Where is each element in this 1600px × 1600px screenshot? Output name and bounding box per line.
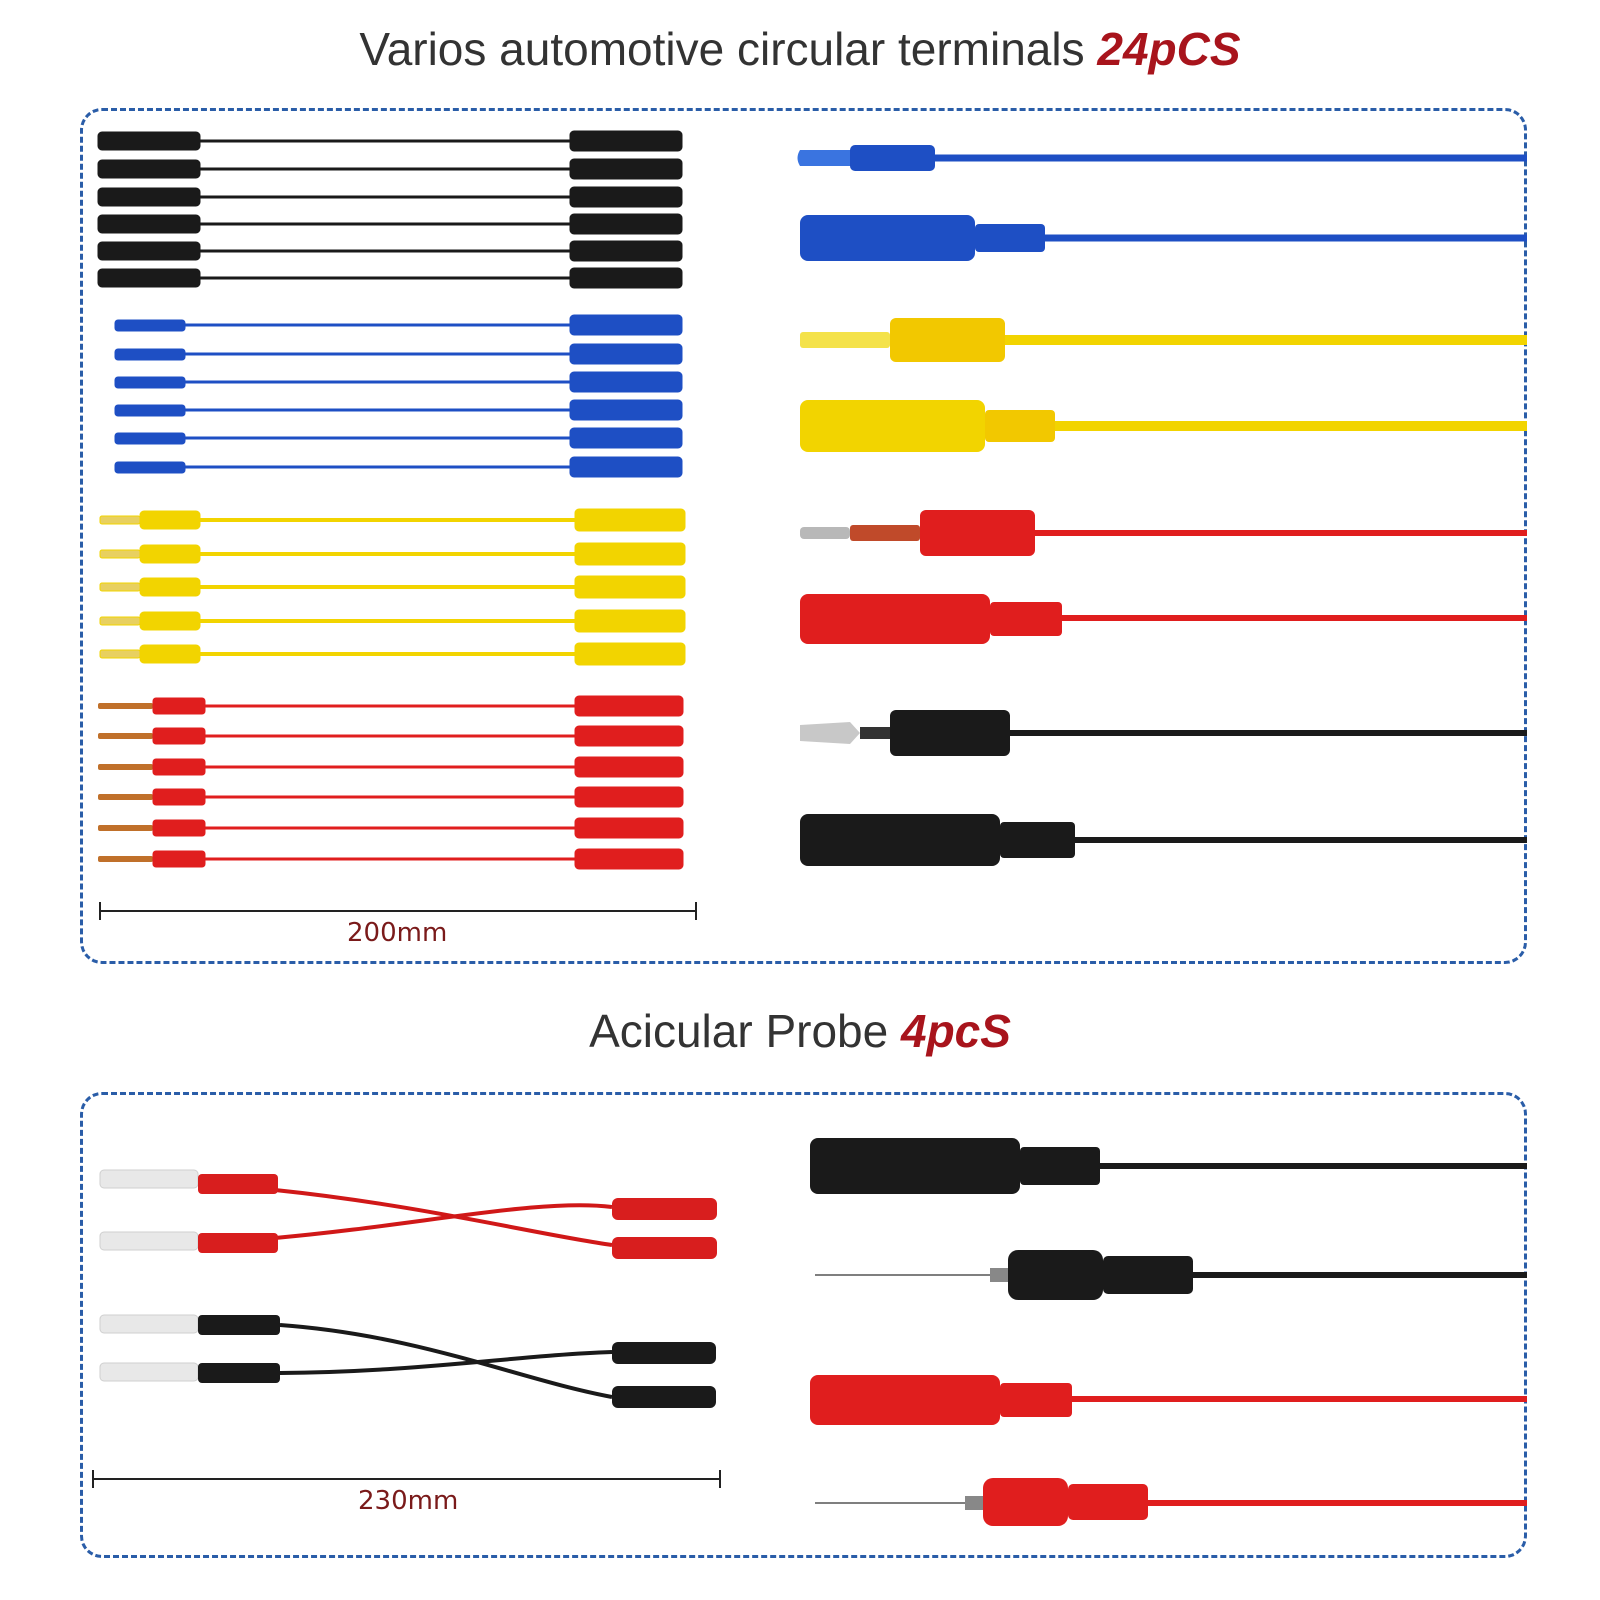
lead-black-1	[97, 130, 683, 152]
lead-yellow-1	[99, 508, 686, 532]
probes-count: 4pcS	[900, 1005, 1011, 1057]
terminals-title-text: Varios automotive circular terminals	[359, 23, 1085, 75]
measure-line-230	[92, 1470, 721, 1488]
lead-yellow-4	[99, 609, 686, 633]
closeup-red-pin	[800, 510, 1527, 556]
closeup-red-socket	[800, 594, 1527, 644]
section-title-terminals: Varios automotive circular terminals 24p…	[0, 22, 1600, 76]
lead-yellow-2	[99, 542, 686, 566]
section-title-probes: Acicular Probe 4pcS	[0, 1004, 1600, 1058]
closeup-black-probe-socket	[810, 1138, 1527, 1194]
probe-leads-group	[99, 1169, 717, 1408]
lead-blue-1	[114, 314, 683, 336]
length-label-230: 230mm	[358, 1486, 459, 1516]
lead-red-4	[98, 786, 684, 808]
lead-blue-3	[114, 371, 683, 393]
lead-black-3	[97, 186, 683, 208]
lead-yellow-5	[99, 642, 686, 666]
lead-blue-5	[114, 427, 683, 449]
closeup-yellow-socket	[800, 400, 1527, 452]
terminals-count: 24pCS	[1097, 23, 1241, 75]
red-probe-pair	[99, 1169, 717, 1259]
closeup-red-probe-socket	[810, 1375, 1527, 1425]
lead-black-6	[97, 267, 683, 289]
probe-closeups	[810, 1138, 1527, 1526]
lead-red-6	[98, 848, 684, 870]
probes-panel	[80, 1092, 1527, 1558]
length-label-200: 200mm	[347, 918, 448, 948]
blue-leads	[114, 314, 683, 478]
closeup-yellow-pin	[800, 318, 1527, 362]
lead-red-3	[98, 756, 684, 778]
closeup-black-needle	[815, 1250, 1527, 1300]
lead-blue-2	[114, 343, 683, 365]
lead-red-5	[98, 817, 684, 839]
yellow-leads	[99, 508, 686, 666]
closeup-blue-pin	[797, 145, 1527, 171]
black-probe-pair	[99, 1314, 716, 1408]
measure-line-200	[99, 902, 697, 920]
closeup-blue-socket	[800, 215, 1527, 261]
probes-title-text: Acicular Probe	[589, 1005, 889, 1057]
closeup-black-pin	[800, 710, 1527, 756]
lead-red-2	[98, 725, 684, 747]
terminal-closeups	[797, 145, 1527, 866]
lead-yellow-3	[99, 575, 686, 599]
closeup-black-socket	[800, 814, 1527, 866]
closeup-red-needle	[815, 1478, 1527, 1526]
terminal-leads-group	[97, 130, 686, 870]
lead-black-2	[97, 158, 683, 180]
lead-red-1	[98, 695, 684, 717]
red-leads	[98, 695, 684, 870]
lead-black-4	[97, 213, 683, 235]
lead-blue-4	[114, 399, 683, 421]
lead-black-5	[97, 240, 683, 262]
black-leads	[97, 130, 683, 289]
lead-blue-6	[114, 456, 683, 478]
